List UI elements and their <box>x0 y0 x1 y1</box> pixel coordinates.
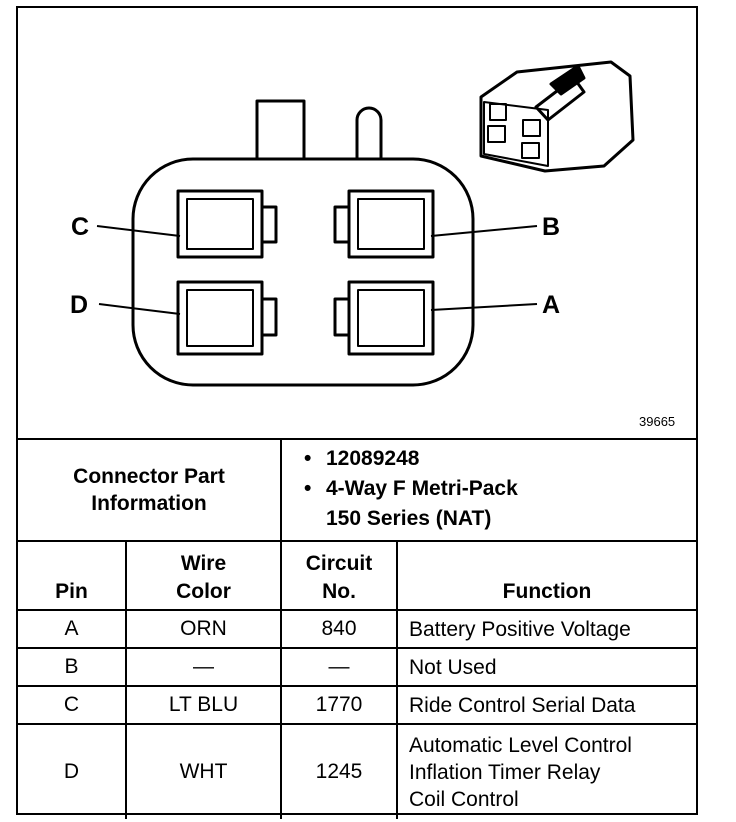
connector-body <box>131 157 475 387</box>
cell-pin: B <box>18 647 127 687</box>
top-tab-square <box>255 99 306 161</box>
cell-pin: A <box>18 609 127 649</box>
table-row: C LT BLU 1770 Ride Control Serial Data <box>18 685 696 725</box>
cell-function: Battery Positive Voltage <box>396 609 696 649</box>
connector-sheet: C D B A 39665 Connector Part Information… <box>16 6 698 819</box>
header-function: Function <box>396 540 696 611</box>
pin-label-c: C <box>71 213 90 241</box>
cell-wire-color: ORN <box>125 609 282 649</box>
cell-wire-color: LT BLU <box>125 685 282 725</box>
table-row: B — — Not Used <box>18 647 696 687</box>
connector-3d-illustration <box>479 60 635 173</box>
table-row: D WHT 1245 Automatic Level Control Infla… <box>18 723 696 819</box>
leader-lines <box>96 225 538 315</box>
top-tab-round <box>355 106 383 159</box>
cell-function: Automatic Level Control Inflation Timer … <box>396 723 696 819</box>
cell-wire-color: — <box>125 647 282 687</box>
connector-table: Connector Part Information •12089248 •4-… <box>18 440 696 819</box>
cavity-d <box>176 280 278 356</box>
cell-wire-color: WHT <box>125 723 282 819</box>
pin-label-b: B <box>542 213 561 241</box>
header-circuit: Circuit No. <box>280 540 398 611</box>
cell-pin: C <box>18 685 127 725</box>
cell-circuit: — <box>280 647 398 687</box>
cell-function: Ride Control Serial Data <box>396 685 696 725</box>
connector-info-item: •12089248 <box>304 447 420 470</box>
cavity-b <box>333 189 435 259</box>
cell-pin: D <box>18 723 127 819</box>
pin-label-d: D <box>70 291 89 319</box>
cell-circuit: 840 <box>280 609 398 649</box>
cavity-c <box>176 189 278 259</box>
table-row: A ORN 840 Battery Positive Voltage <box>18 609 696 649</box>
cell-circuit: 1245 <box>280 723 398 819</box>
header-wire-color: Wire Color <box>125 540 282 611</box>
connector-info-item: •4-Way F Metri-Pack <box>304 477 518 500</box>
connector-info-item: 150 Series (NAT) <box>326 507 492 530</box>
connector-info-title: Connector Part Information <box>18 440 282 542</box>
cell-circuit: 1770 <box>280 685 398 725</box>
connector-drawing <box>96 60 635 387</box>
header-pin: Pin <box>18 540 127 611</box>
cavity-a <box>333 280 435 356</box>
table-header-row: Pin Wire Color Circuit No. Function <box>18 540 696 611</box>
connector-info-row: Connector Part Information •12089248 •4-… <box>18 440 696 542</box>
connector-diagram: C D B A 39665 <box>18 8 696 440</box>
cell-function: Not Used <box>396 647 696 687</box>
figure-number: 39665 <box>639 414 676 429</box>
pin-label-a: A <box>542 291 561 319</box>
connector-info-list: •12089248 •4-Way F Metri-Pack 150 Series… <box>280 440 696 542</box>
